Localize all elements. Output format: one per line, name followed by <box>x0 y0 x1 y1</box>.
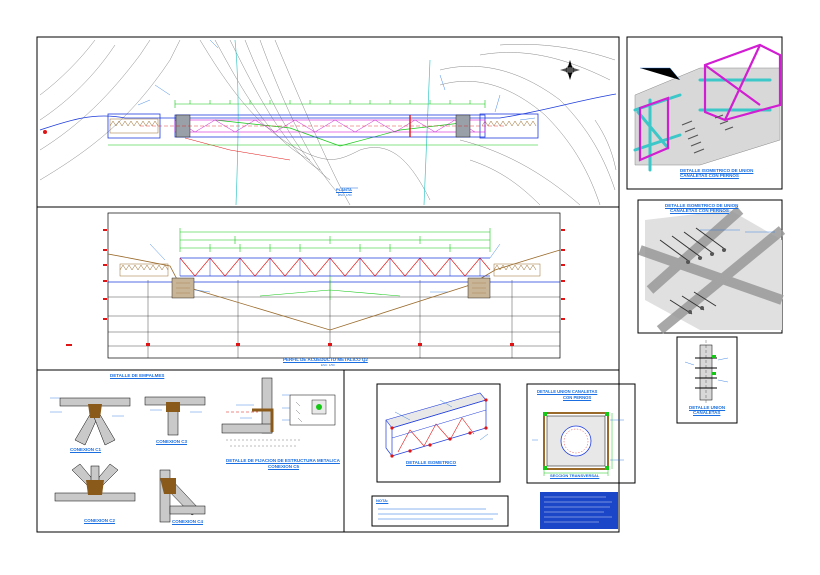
union-pernos-frame <box>526 383 636 484</box>
union-pernos-title-line2: CON PERNOS <box>563 395 592 400</box>
aqueduct-plan <box>107 113 539 139</box>
profile-view <box>66 212 565 359</box>
iso-detail-title: DETALLE ISOMETRICO <box>406 460 457 465</box>
iso-detail <box>385 392 489 458</box>
seccion-title: SECCION TRANSVERSAL <box>550 473 600 478</box>
river-line <box>39 93 617 131</box>
plan-title: PLANTA <box>336 187 352 192</box>
union-pernos-section <box>532 412 624 476</box>
fijacion-title-line1: DETALLE DE FIJACION DE ESTRUCTURA METALI… <box>226 458 340 463</box>
conexion-c2-title: CONEXION C2 <box>84 518 116 523</box>
terrain-line <box>107 249 561 331</box>
iso-union-2-title-line1: DETALLE ISOMETRICO DE UNION <box>665 203 739 208</box>
conexion-c4 <box>159 469 206 523</box>
union-detail-frame <box>676 336 738 424</box>
union-pernos-title-line1: DETALLE UNION CANALETAS <box>537 389 598 394</box>
conexion-c3 <box>144 396 206 436</box>
details-frame <box>343 369 620 533</box>
truss-elevation <box>119 257 541 299</box>
iso-union-1-title-line2: CANALETAS CON PERNOS <box>680 173 739 178</box>
conexion-c4-title: CONEXION C4 <box>172 519 204 524</box>
union-detail-title-line2: CANALETAS <box>693 410 721 415</box>
fijacion-detail <box>221 377 336 447</box>
nota-title: NOTA: <box>376 498 389 503</box>
north-arrow-icon <box>560 60 580 80</box>
iso-union-2-title-line2: CANALETAS CON PERNOS <box>670 208 729 213</box>
fijacion-title-line2: CONEXION C5 <box>268 464 300 469</box>
iso-detail-frame <box>376 383 501 483</box>
note-panel <box>378 492 618 529</box>
conexion-c2 <box>54 463 136 502</box>
conexion-c1-title: CONEXION C1 <box>70 447 102 452</box>
empalmes-view <box>50 377 336 523</box>
iso-union-2 <box>638 206 786 334</box>
iso-union-frame-1 <box>626 36 783 190</box>
contour-lines <box>39 39 617 206</box>
iso-union-1 <box>633 43 782 172</box>
nota-frame <box>371 495 509 527</box>
axis-line-2 <box>423 59 431 206</box>
contour-green <box>214 119 471 147</box>
empalmes-title: DETALLE DE EMPALMES <box>110 373 165 378</box>
conexion-c1 <box>50 397 131 446</box>
profile-title: PERFIL DE ACUEDUCTO METALICO Q2 <box>283 357 368 362</box>
axis-line-1 <box>234 39 239 206</box>
plan-scale: ESC: 1/50 <box>338 193 352 197</box>
plan-dimensions <box>108 100 538 146</box>
plan-view <box>39 39 617 206</box>
conexion-c3-title: CONEXION C3 <box>156 439 188 444</box>
profile-scale: ESC: 1/50 <box>321 363 335 367</box>
iso-union-1-title-line1: DETALLE ISOMETRICO DE UNION <box>680 168 754 173</box>
profile-dimensions <box>179 228 491 300</box>
union-detail-title-line1: DETALLE UNION <box>689 405 726 410</box>
union-detail <box>684 340 729 405</box>
sheet-frames <box>36 36 783 533</box>
